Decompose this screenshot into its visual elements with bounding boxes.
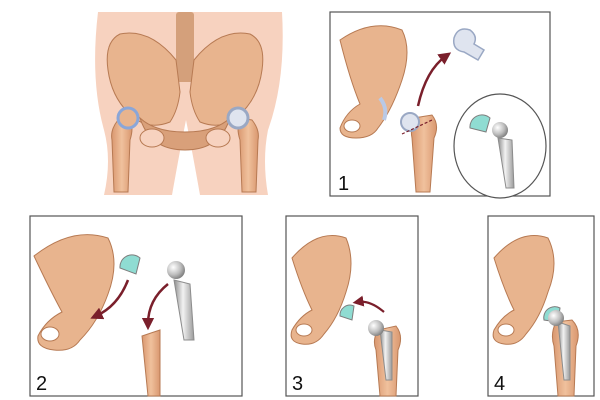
step3-stem: [379, 329, 393, 381]
step3-obturator: [295, 323, 313, 337]
step1-pelvis: [339, 25, 408, 139]
step2-panel: 2: [29, 215, 243, 397]
left-ilium: [106, 32, 181, 126]
step2-ball: [167, 261, 185, 279]
step2-cup-arrow: [90, 279, 130, 320]
step3-panel: 3: [285, 215, 419, 397]
right-hip-joint: [226, 106, 250, 130]
step1-socket: [378, 96, 388, 121]
step4-obturator: [497, 323, 515, 337]
left-obturator: [139, 128, 165, 148]
step2-obturator: [40, 326, 60, 342]
right-obturator: [205, 128, 231, 148]
step1-femoral-head: [400, 112, 420, 132]
step2-cup: [119, 254, 141, 275]
step3-pelvis: [290, 235, 352, 345]
step4-number: 4: [494, 373, 505, 395]
step1-cup: [469, 114, 491, 133]
step4-pelvis: [492, 235, 555, 345]
spine: [176, 12, 194, 82]
step1-ball: [492, 122, 508, 138]
right-ilium: [189, 32, 264, 126]
step1-arrow: [416, 52, 452, 107]
step4-stem: [557, 321, 571, 381]
step1-removed-head: [452, 28, 486, 62]
step1-cut-line: [401, 119, 433, 135]
step1-panel: 1: [329, 11, 551, 199]
left-hip-joint: [116, 106, 140, 130]
overview-panel: [95, 12, 283, 195]
step2-stem-arrow: [141, 283, 169, 331]
step4-panel: 4: [487, 215, 595, 397]
step2-pelvis: [33, 234, 115, 351]
step3-arrow: [352, 295, 385, 313]
step3-number: 3: [292, 373, 303, 395]
step1-stem: [497, 137, 515, 189]
step1-obturator: [343, 119, 361, 133]
step1-number: 1: [338, 173, 349, 195]
step4-ball: [548, 310, 564, 326]
step2-number: 2: [36, 373, 47, 395]
step3-ball: [368, 320, 384, 336]
step2-femur: [141, 329, 161, 397]
step2-stem: [173, 279, 195, 341]
